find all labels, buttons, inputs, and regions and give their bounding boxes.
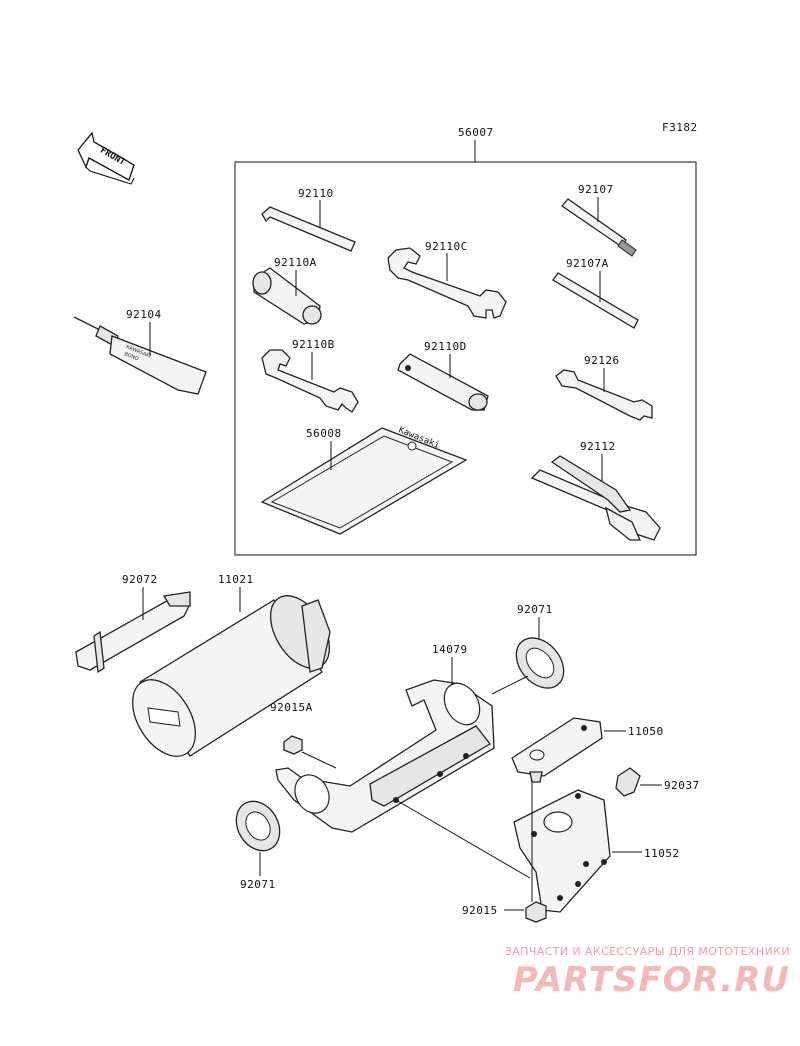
label-kit: 56007 [458, 126, 494, 139]
label-socket-d: 92110D [424, 340, 467, 353]
fastener-clip [615, 767, 641, 797]
pliers [530, 455, 661, 541]
mount-plate [511, 717, 603, 783]
watermark: ЗАПЧАСТИ И АКСЕССУАРЫ ДЛЯ МОТОТЕХНИКИ PA… [470, 945, 790, 1000]
label-small-wrench: 92126 [584, 354, 620, 367]
hex-key [261, 206, 356, 252]
label-pliers: 92112 [580, 440, 616, 453]
case-bracket [275, 679, 495, 833]
label-socket-a: 92110A [274, 256, 317, 269]
open-wrench-b [261, 349, 359, 413]
screwdriver [561, 198, 637, 257]
label-manual-case: 56008 [306, 427, 342, 440]
label-bond-tube: 92104 [126, 308, 162, 321]
label-ring-bottom: 92071 [240, 878, 276, 891]
small-wrench [555, 369, 653, 421]
label-hex-key: 92110 [298, 187, 334, 200]
manual-case: Kawasaki [260, 426, 468, 535]
mounting-bracket [513, 789, 611, 913]
front-arrow-icon: FRONT [77, 131, 135, 185]
label-blade-a: 92107A [566, 257, 609, 270]
label-case: 11021 [218, 573, 254, 586]
tool-case [132, 595, 331, 757]
label-clip: 92037 [664, 779, 700, 792]
rubber-ring-bottom [235, 800, 281, 852]
tube-text-2: BOND [123, 351, 139, 362]
label-strap: 92072 [122, 573, 158, 586]
figure-code: F3182 [662, 121, 698, 134]
label-bracket: 14079 [432, 643, 468, 656]
label-ring-top: 92071 [517, 603, 553, 616]
label-wrench-c: 92110C [425, 240, 468, 253]
label-cap: 92015A [270, 701, 313, 714]
flange-nut [525, 901, 547, 923]
flange-nut-a [283, 735, 303, 755]
socket-wrench-d [397, 353, 489, 411]
label-nut: 92015 [462, 904, 498, 917]
tool-kit-box [234, 161, 697, 556]
screwdriver-blade [552, 272, 639, 329]
label-mount-bracket: 11052 [644, 847, 680, 860]
label-plate: 11050 [628, 725, 664, 738]
bond-tube: KAWASAKI BOND [73, 316, 207, 395]
label-screwdriver: 92107 [578, 183, 614, 196]
case-strap [75, 591, 191, 674]
socket-wrench-a [252, 267, 322, 325]
rubber-ring-top [515, 637, 565, 689]
watermark-brand: PARTSFOR.RU [512, 960, 790, 1000]
watermark-subtitle: ЗАПЧАСТИ И АКСЕССУАРЫ ДЛЯ МОТОТЕХНИКИ [504, 945, 790, 958]
open-wrench-c [387, 247, 507, 319]
label-wrench-b: 92110B [292, 338, 335, 351]
